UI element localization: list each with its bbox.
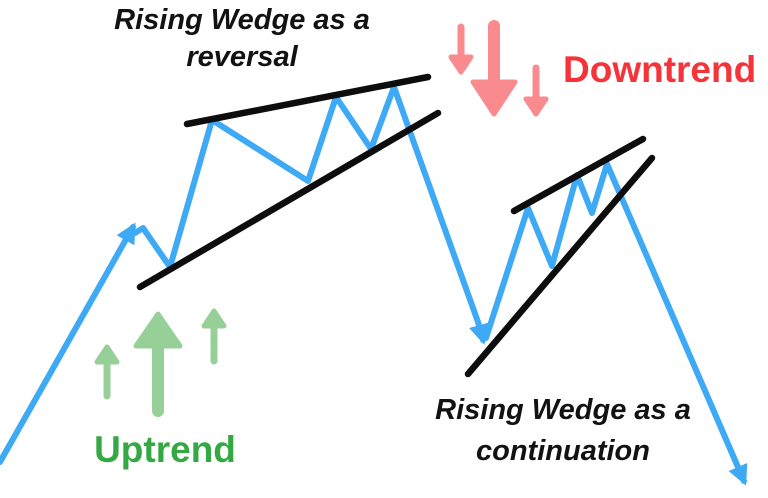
wedge1-support-trendline bbox=[136, 109, 442, 291]
reversal-title: Rising Wedge as a reversal bbox=[56, 2, 428, 76]
continuation-title-line1: Rising Wedge as a bbox=[435, 394, 691, 426]
trend-arrow-head bbox=[201, 308, 227, 329]
uptrend-arrows bbox=[94, 308, 227, 417]
trend-arrow-head bbox=[448, 54, 474, 75]
trend-arrow-head bbox=[470, 79, 518, 117]
trend-arrow-head bbox=[94, 344, 120, 365]
trend-arrow-head bbox=[133, 311, 183, 349]
continuation-title: Rising Wedge as a continuation bbox=[398, 390, 728, 472]
reversal-title-line2: reversal bbox=[186, 41, 298, 73]
wedge2-resistance-trendline bbox=[510, 135, 647, 215]
continuation-title-line2: continuation bbox=[476, 435, 650, 467]
wedge1-zigzag-line bbox=[132, 84, 489, 345]
uptrend-label: Uptrend bbox=[94, 429, 236, 470]
trendlines-layer bbox=[136, 73, 656, 378]
reversal-title-line1: Rising Wedge as a bbox=[114, 4, 370, 36]
downtrend-arrows bbox=[448, 20, 549, 117]
trend-arrows-layer bbox=[94, 20, 549, 417]
trend-arrow-head bbox=[523, 96, 549, 117]
wedge1-resistance-trendline bbox=[183, 73, 432, 128]
wedge2-support-trendline bbox=[464, 154, 656, 378]
uptrend-impulse-line bbox=[0, 222, 136, 465]
downtrend-label: Downtrend bbox=[563, 49, 757, 90]
